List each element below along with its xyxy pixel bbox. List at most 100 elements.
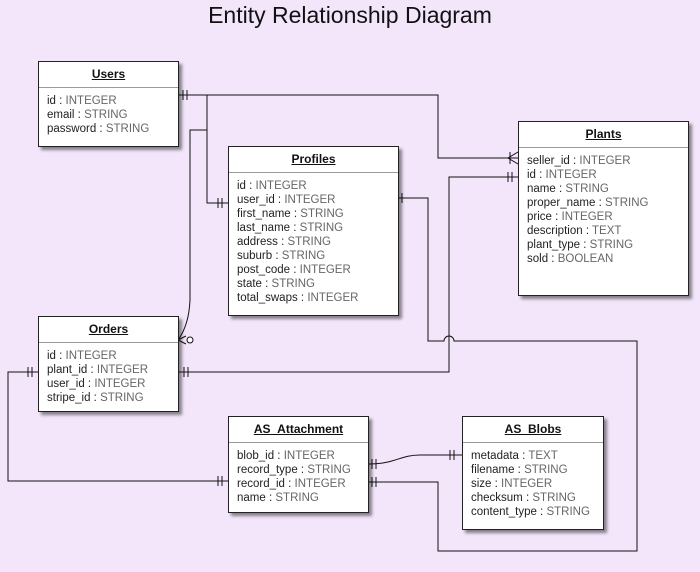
field-name: content_type — [471, 506, 537, 518]
field-row: plant_type : STRING — [527, 239, 634, 251]
field-row: description : TEXT — [527, 225, 622, 237]
field-type: STRING — [287, 236, 331, 248]
field-type: INTEGER — [294, 478, 346, 490]
field-row: content_type : STRING — [471, 506, 590, 518]
field-row: id : INTEGER — [47, 350, 117, 362]
field-row: suburb : STRING — [237, 250, 326, 262]
field-type: STRING — [100, 392, 144, 404]
field-name: sold — [527, 253, 549, 265]
field-row: id : INTEGER — [237, 180, 307, 192]
field-type: STRING — [589, 239, 634, 251]
field-name: post_code — [237, 264, 291, 276]
field-row: sold : BOOLEAN — [527, 253, 614, 265]
field-row: email : STRING — [47, 109, 128, 121]
entity-title: AS_Blobs — [463, 417, 603, 443]
entity-plants[interactable]: Plants seller_id : INTEGER id : INTEGER na… — [518, 121, 689, 296]
rel-attachment-blobs — [368, 454, 462, 465]
field-row: post_code : INTEGER — [237, 264, 351, 276]
field-name: password — [47, 123, 97, 135]
field-type: STRING — [546, 506, 590, 518]
field-name: state — [237, 278, 262, 290]
field-name: checksum — [471, 492, 523, 504]
field-row: seller_id : INTEGER — [527, 155, 631, 167]
field-list: id : INTEGER email : STRING password : STR… — [39, 88, 178, 136]
field-type: INTEGER — [561, 211, 613, 223]
field-row: total_swaps : INTEGER — [237, 292, 359, 304]
field-type: INTEGER — [65, 350, 117, 362]
field-name: name — [237, 492, 266, 504]
field-row: first_name : STRING — [237, 208, 344, 220]
field-row: address : STRING — [237, 236, 331, 248]
field-name: user_id — [237, 194, 275, 206]
rel-profiles-attachment — [369, 197, 638, 552]
field-type: INTEGER — [284, 194, 336, 206]
entity-title: Users — [39, 62, 178, 88]
field-name: total_swaps — [237, 292, 298, 304]
field-row: id : INTEGER — [47, 95, 117, 107]
field-type: INTEGER — [501, 478, 553, 490]
field-name: suburb — [237, 250, 273, 262]
field-row: password : STRING — [47, 123, 150, 135]
field-list: id : INTEGER plant_id : INTEGER user_id : … — [39, 343, 178, 405]
field-name: blob_id — [237, 450, 275, 462]
field-name: name — [527, 183, 556, 195]
rel-users-profiles — [206, 95, 228, 204]
entity-title: Profiles — [229, 147, 398, 173]
field-type: STRING — [281, 250, 326, 262]
rel-users-plants — [178, 94, 518, 159]
field-type: INTEGER — [299, 264, 351, 276]
diagram-title: Entity Relationship Diagram — [208, 2, 492, 28]
field-row: record_type : STRING — [237, 464, 351, 476]
field-name: first_name — [237, 208, 291, 220]
field-name: id — [47, 95, 56, 107]
mark-orders-many — [177, 335, 187, 341]
entity-title: Plants — [519, 122, 688, 148]
field-name: record_type — [237, 464, 298, 476]
field-type: STRING — [605, 197, 649, 209]
field-type: STRING — [105, 123, 150, 135]
field-row: name : STRING — [237, 492, 319, 504]
field-row: metadata : TEXT — [471, 450, 558, 462]
field-type: BOOLEAN — [557, 253, 614, 265]
field-type: TEXT — [592, 225, 622, 237]
field-type: STRING — [307, 464, 351, 476]
field-type: INTEGER — [283, 450, 335, 462]
field-name: record_id — [237, 478, 285, 490]
field-type: INTEGER — [96, 364, 149, 376]
field-type: STRING — [532, 492, 576, 504]
field-row: size : INTEGER — [471, 478, 553, 490]
rel-users-orders — [177, 129, 207, 341]
field-row: proper_name : STRING — [527, 197, 649, 209]
field-type: STRING — [524, 464, 568, 476]
field-row: price : INTEGER — [527, 211, 613, 223]
field-name: plant_type — [527, 239, 581, 251]
field-name: id — [47, 350, 56, 362]
field-name: email — [47, 109, 75, 121]
rel-orders-attachment — [7, 371, 228, 482]
field-name: size — [471, 478, 492, 490]
field-type: STRING — [300, 208, 344, 220]
field-row: user_id : INTEGER — [47, 378, 146, 390]
entity-users[interactable]: Users id : INTEGER email : STRING password… — [38, 61, 179, 147]
field-row: stripe_id : STRING — [47, 392, 144, 404]
field-name: user_id — [47, 378, 85, 390]
field-row: plant_id : INTEGER — [47, 364, 149, 376]
field-row: id : INTEGER — [527, 169, 597, 181]
field-type: INTEGER — [94, 378, 146, 390]
rel-orders-plants — [178, 176, 518, 373]
field-name: metadata — [471, 450, 519, 462]
field-type: INTEGER — [65, 95, 117, 107]
field-type: INTEGER — [579, 155, 631, 167]
field-type: STRING — [565, 183, 609, 195]
field-row: checksum : STRING — [471, 492, 576, 504]
field-name: price — [527, 211, 552, 223]
